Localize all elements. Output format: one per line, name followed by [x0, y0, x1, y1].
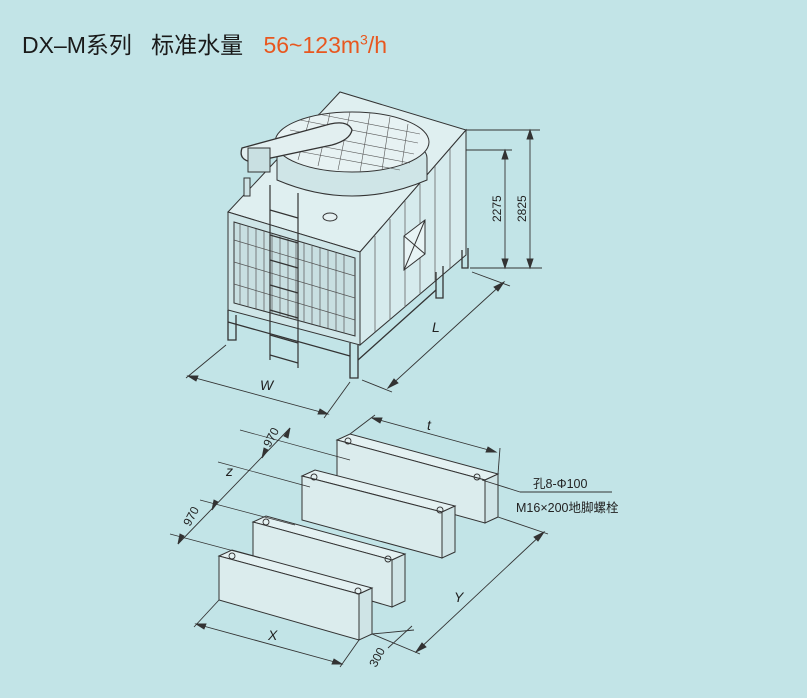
front-louver-lines: [233, 224, 356, 333]
capacity-superscript: 3: [360, 31, 368, 48]
width-label: W: [260, 377, 275, 393]
base-300-label: 300: [366, 645, 388, 670]
length-label: L: [432, 319, 440, 335]
base-970-top-label: 970: [260, 425, 282, 450]
height-body-label: 2275: [490, 195, 504, 222]
anchor-bolt-marks: [228, 437, 481, 595]
title-label: 标准水量: [151, 32, 244, 58]
height-total-label: 2825: [515, 195, 529, 222]
foundation-plan: [169, 429, 500, 641]
handrail-post: [243, 177, 251, 197]
base-970-left-label: 970: [180, 504, 202, 529]
ladder: [269, 185, 299, 368]
x-label: X: [267, 627, 278, 643]
foundation-block: [217, 549, 374, 641]
motor: [247, 147, 271, 173]
title-series: DX–M系列: [22, 32, 132, 58]
y-dimension: [371, 516, 549, 655]
t-dimension: [349, 414, 501, 475]
left-offset-dimensions: [177, 427, 291, 545]
title-capacity: 56~123m3/h: [263, 31, 388, 58]
hole-spec: 孔8-Φ100: [533, 477, 587, 491]
cooling-tower: [227, 91, 469, 379]
tower-legs: [227, 248, 469, 379]
width-dimension: [185, 344, 351, 419]
page-title: DX–M系列 标准水量 56~123m3/h: [22, 26, 387, 60]
capacity-value: 56~123m: [263, 32, 361, 58]
t-label: t: [427, 417, 432, 433]
inlet-pipe: [322, 212, 338, 222]
capacity-unit: /h: [367, 32, 388, 58]
bolt-spec: M16×200地脚螺栓: [516, 500, 619, 515]
foundation-block: [335, 433, 500, 524]
height-dimensions: [466, 128, 542, 270]
anchor-callout-leader: [481, 479, 612, 493]
x-dimension: [193, 599, 360, 668]
fan-stack: [240, 111, 430, 197]
base-300-dimension: [371, 625, 415, 649]
foundation-block: [300, 469, 457, 559]
z-label: z: [225, 463, 233, 479]
length-dimension: [361, 271, 511, 393]
y-label: Y: [454, 589, 465, 605]
access-window: [403, 218, 426, 272]
